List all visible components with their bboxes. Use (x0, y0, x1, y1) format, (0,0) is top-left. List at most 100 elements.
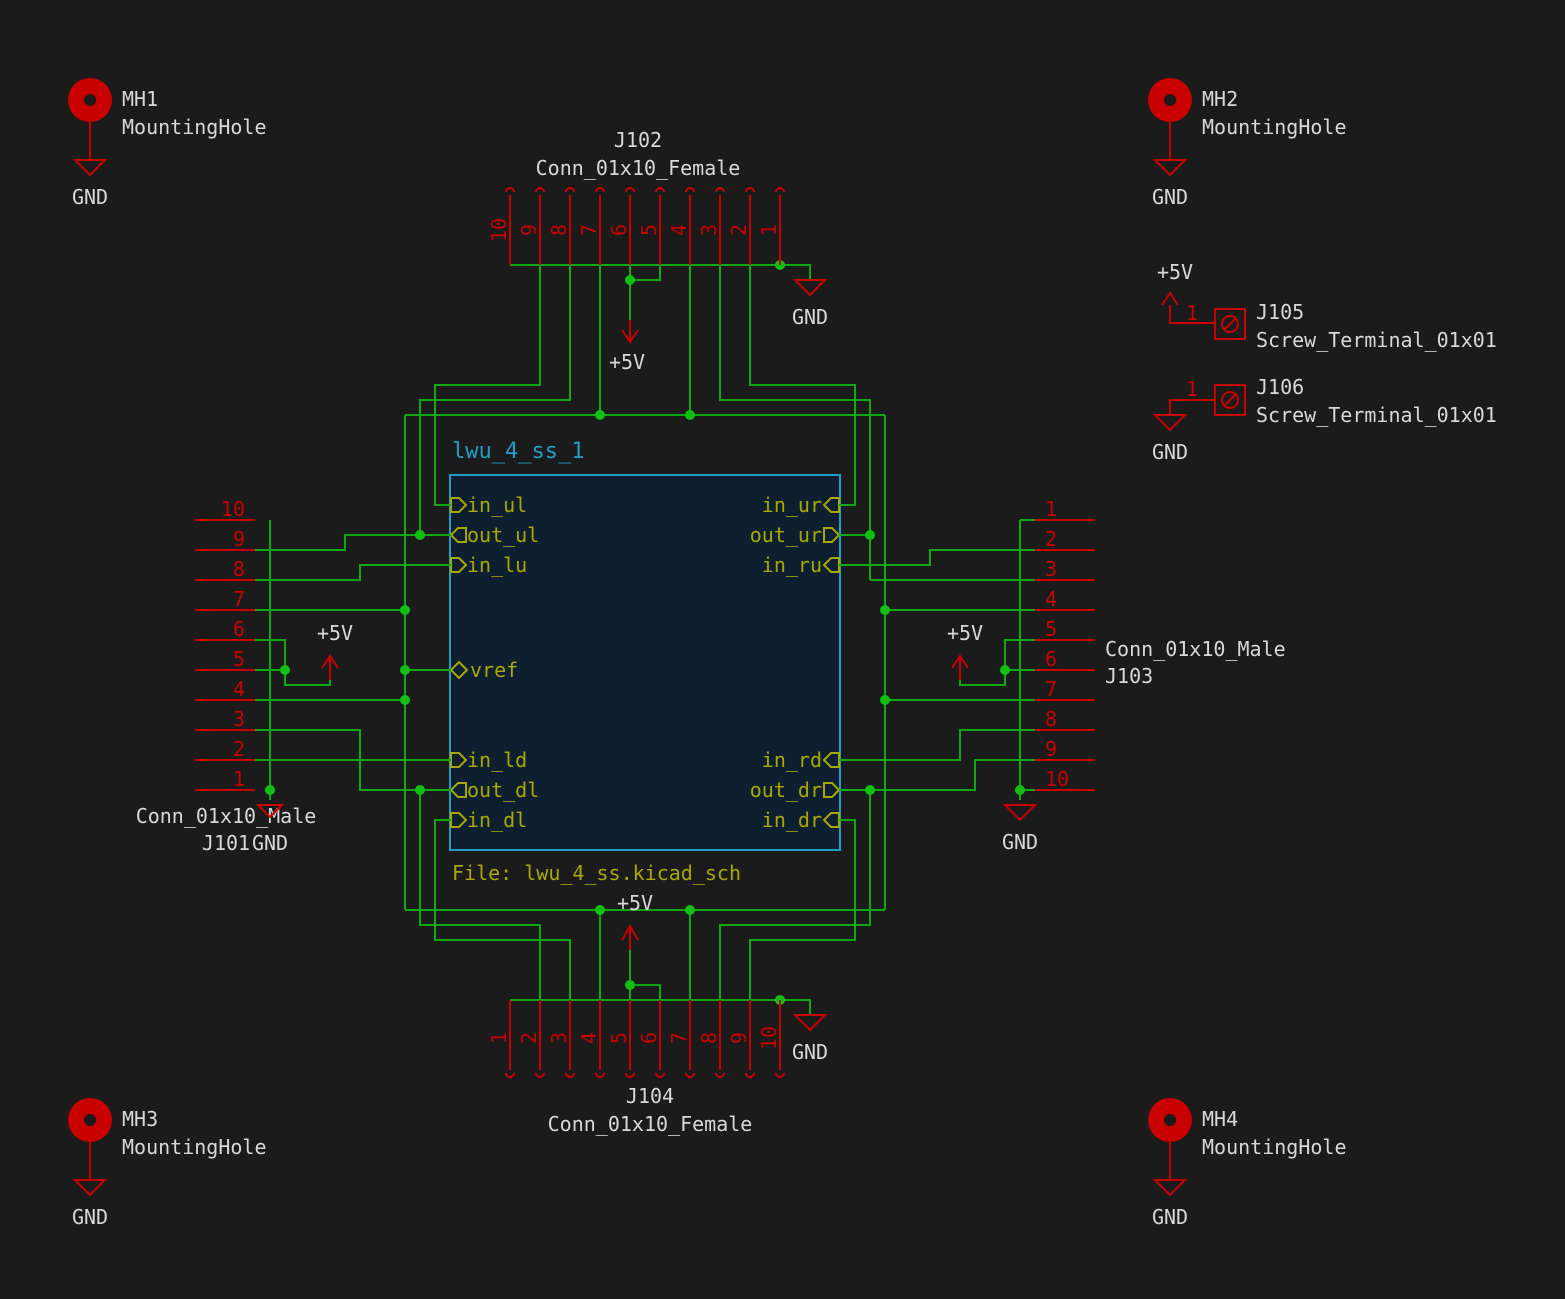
j102-ref: J102 (614, 128, 662, 152)
j102-socket (595, 187, 605, 193)
mh3-ref: MH3 (122, 1107, 158, 1131)
j101-pin-number: 3 (233, 707, 245, 731)
j103-value: Conn_01x10_Male (1105, 637, 1286, 661)
sheet-pin-out-dl-shape (449, 782, 467, 798)
j104-socket (775, 1072, 785, 1078)
mh1-ref: MH1 (122, 87, 158, 111)
sheet-pin-out-dr: out_dr (750, 778, 822, 802)
j101-value: Conn_01x10_Male (136, 804, 317, 828)
j104-socket (505, 1072, 515, 1078)
mh3-value: MountingHole (122, 1135, 267, 1159)
mounting-hole-mh3[interactable]: MH3 MountingHole GND (68, 1098, 267, 1229)
sheet-pin-in-ur-shape (822, 497, 840, 513)
j102-pin-number: 5 (637, 224, 661, 236)
sheet-pin-in-ul: in_ul (467, 493, 527, 517)
mounting-hole-mh1[interactable]: MH1 MountingHole GND (68, 78, 267, 209)
j102-socket (745, 187, 755, 193)
wires (255, 220, 1035, 1045)
j102-socket (625, 187, 635, 193)
sheet-pin-in-dl: in_dl (467, 808, 527, 832)
j104-socket (655, 1072, 665, 1078)
mh1-value: MountingHole (122, 115, 267, 139)
mh3-gnd: GND (72, 1205, 108, 1229)
j102-pin-number: 9 (517, 224, 541, 236)
j104-socket (625, 1072, 635, 1078)
sheet-pin-in-ul-shape (450, 497, 468, 513)
j102-pin-number: 8 (547, 224, 571, 236)
j103-5v-label: +5V (947, 621, 983, 645)
j103-pin-number: 10 (1045, 767, 1069, 791)
j104-pin-number: 1 (487, 1032, 511, 1044)
j105-pin-number: 1 (1186, 301, 1198, 325)
j104-pin-number: 3 (547, 1032, 571, 1044)
j101-pin-number: 2 (233, 737, 245, 761)
sheet-pin-in-rd: in_rd (762, 748, 822, 772)
j105-5v-label: +5V (1157, 260, 1193, 284)
screw-terminal-j106[interactable]: 1 J106 Screw_Terminal_01x01 GND (1152, 375, 1497, 464)
j101-pin-number: 4 (233, 677, 245, 701)
j103-pin-number: 8 (1045, 707, 1057, 731)
sheet-pin-in-rd-shape (822, 752, 840, 768)
j102-5v-label: +5V (609, 350, 645, 374)
j101-pin-number: 6 (233, 617, 245, 641)
j101-pin-number: 9 (233, 527, 245, 551)
mounting-hole-mh2[interactable]: MH2 MountingHole GND (1148, 78, 1347, 209)
j101-5v-label: +5V (317, 621, 353, 645)
j104-pin-number: 2 (517, 1032, 541, 1044)
sheet-pin-in-ru: in_ru (762, 553, 822, 577)
mh4-ref: MH4 (1202, 1107, 1238, 1131)
j101-pin-number: 5 (233, 647, 245, 671)
screw-icon (1221, 391, 1239, 409)
j102-pin-number: 4 (667, 224, 691, 236)
j101-ref: J101 (202, 831, 250, 855)
sheet-pin-in-lu-shape (450, 557, 468, 573)
j104-pin-number: 10 (757, 1026, 781, 1050)
j106-gnd-label: GND (1152, 440, 1188, 464)
mounting-hole-mh4[interactable]: MH4 MountingHole GND (1148, 1098, 1347, 1229)
sheet-name: lwu_4_ss_1 (452, 439, 584, 464)
sheet-pin-vref-shape (449, 660, 469, 680)
screw-terminal-j105[interactable]: +5V 1 J105 Screw_Terminal_01x01 (1157, 260, 1497, 352)
sheet-pin-out-ur-shape (823, 527, 841, 543)
j102-socket (685, 187, 695, 193)
sheet-pin-vref: vref (470, 658, 518, 682)
mh1-gnd: GND (72, 185, 108, 209)
j106-value: Screw_Terminal_01x01 (1256, 403, 1497, 427)
j102-pin-number: 10 (487, 218, 511, 242)
j103-pin-number: 2 (1045, 527, 1057, 551)
sheet-box[interactable] (449, 474, 841, 851)
j104-pin-number: 9 (727, 1032, 751, 1044)
sheet-pin-in-dr: in_dr (762, 808, 822, 832)
sheet-file-label: File: lwu_4_ss.kicad_sch (452, 861, 741, 885)
j102-socket (565, 187, 575, 193)
j101-gnd-label: GND (252, 831, 288, 855)
j102-gnd-label: GND (792, 305, 828, 329)
j104-pin-number: 5 (607, 1032, 631, 1044)
mh2-gnd: GND (1152, 185, 1188, 209)
j104-value: Conn_01x10_Female (548, 1112, 753, 1136)
j103-pin-number: 3 (1045, 557, 1057, 581)
j102-pin-number: 7 (577, 224, 601, 236)
sheet-pin-in-ru-shape (822, 557, 840, 573)
screw-icon (1221, 315, 1239, 333)
j104-gnd-label: GND (792, 1040, 828, 1064)
j102-socket (505, 187, 515, 193)
j106-pin-number: 1 (1186, 377, 1198, 401)
j104-ref: J104 (626, 1084, 674, 1108)
sheet-pin-out-ul: out_ul (467, 523, 539, 547)
sheet-pin-in-ur: in_ur (762, 493, 822, 517)
j104-socket (565, 1072, 575, 1078)
j102-pin-number: 2 (727, 224, 751, 236)
sheet-pin-in-ld-shape (450, 752, 468, 768)
j101-pin-number: 10 (221, 497, 245, 521)
j103-pin-number: 4 (1045, 587, 1057, 611)
hierarchical-sheet[interactable]: lwu_4_ss_1 File: lwu_4_ss.kicad_sch in_u… (449, 439, 841, 885)
j102-socket (715, 187, 725, 193)
sheet-pin-out-ur: out_ur (750, 523, 822, 547)
sheet-pin-in-lu: in_lu (467, 553, 527, 577)
